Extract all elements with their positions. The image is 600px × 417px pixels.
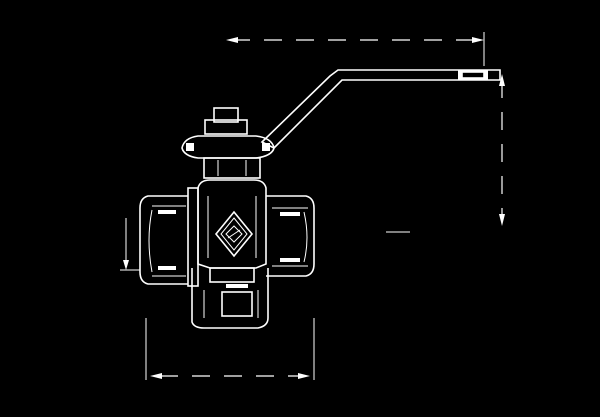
left-port-dimension [120,218,140,271]
valve-body [187,179,267,287]
right-threaded-port [266,195,315,277]
lever-handle [260,69,501,149]
bottom-width-dimension [145,318,315,380]
diamond-logo-icon [214,210,254,258]
bottom-threaded-port [191,267,269,329]
right-height-dimension [386,74,505,233]
gland-plate [181,135,275,179]
left-threaded-port [139,195,188,285]
top-width-dimension [226,32,485,66]
stem-nut [204,107,248,135]
